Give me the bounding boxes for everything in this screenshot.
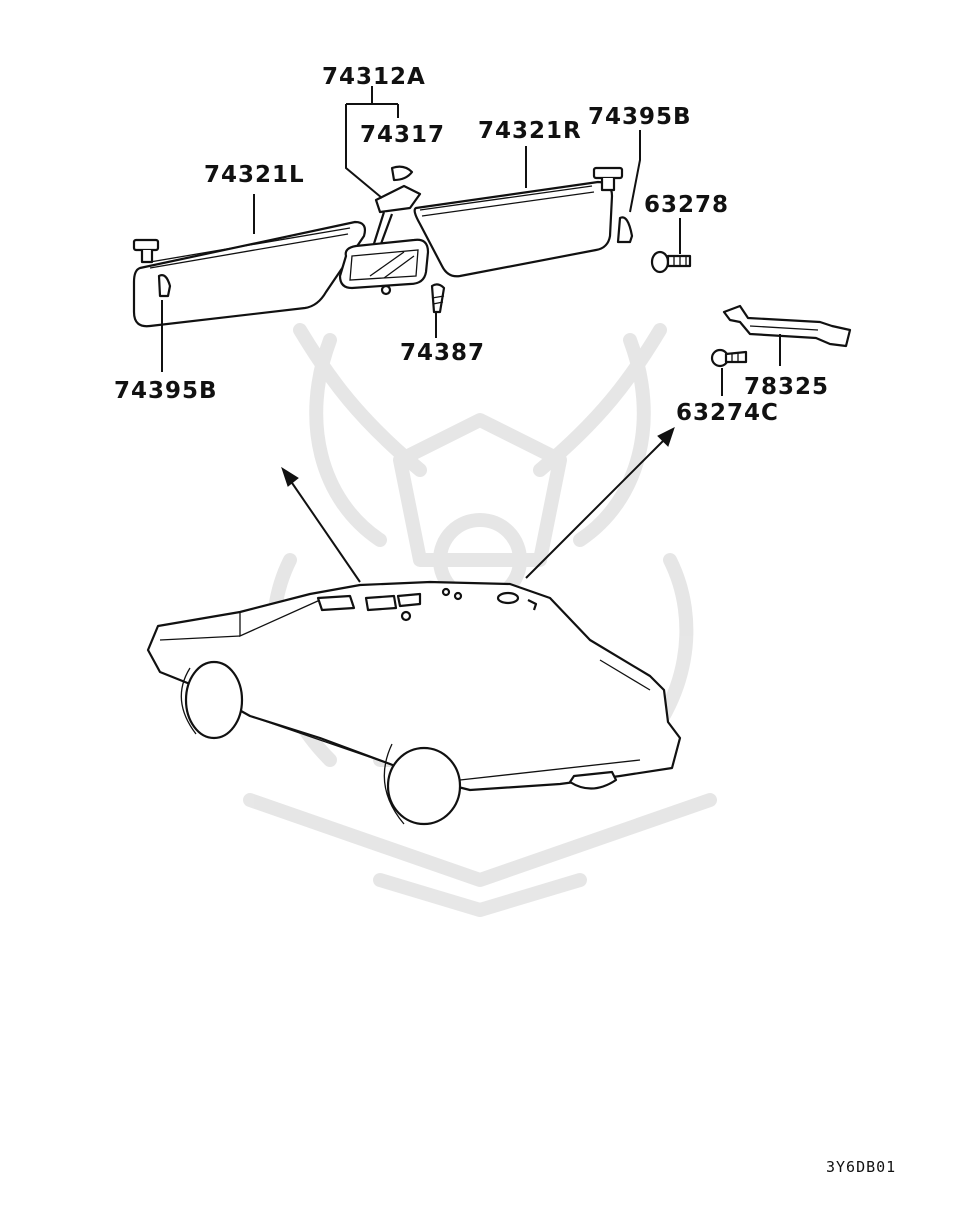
assist-grip [722, 304, 852, 348]
label-74321r: 74321R [478, 118, 582, 144]
arrow-to-grip [525, 427, 675, 579]
label-63278: 63278 [644, 192, 729, 218]
label-74317: 74317 [360, 122, 445, 148]
label-74395b-left: 74395B [114, 378, 218, 404]
wheel-rear-right [568, 770, 618, 790]
label-74312a: 74312A [322, 64, 426, 90]
label-78325: 78325 [744, 374, 829, 400]
car-body [146, 580, 682, 826]
leader-lines [161, 86, 781, 396]
arrow-to-visors [281, 466, 361, 583]
label-74321l: 74321L [204, 162, 305, 188]
label-74387: 74387 [400, 340, 485, 366]
label-74395b-right: 74395B [588, 104, 692, 130]
sun-visor-left [132, 220, 367, 328]
screw-63274c [710, 348, 748, 368]
rear-view-mirror [338, 165, 446, 314]
screw-63278 [650, 250, 692, 274]
sun-visor-right [413, 166, 634, 278]
diagram-code: 3Y6DB01 [826, 1158, 896, 1176]
wheel-front-left [180, 660, 244, 740]
wheel-rear-left [383, 743, 462, 826]
label-63274c: 63274C [676, 400, 779, 426]
